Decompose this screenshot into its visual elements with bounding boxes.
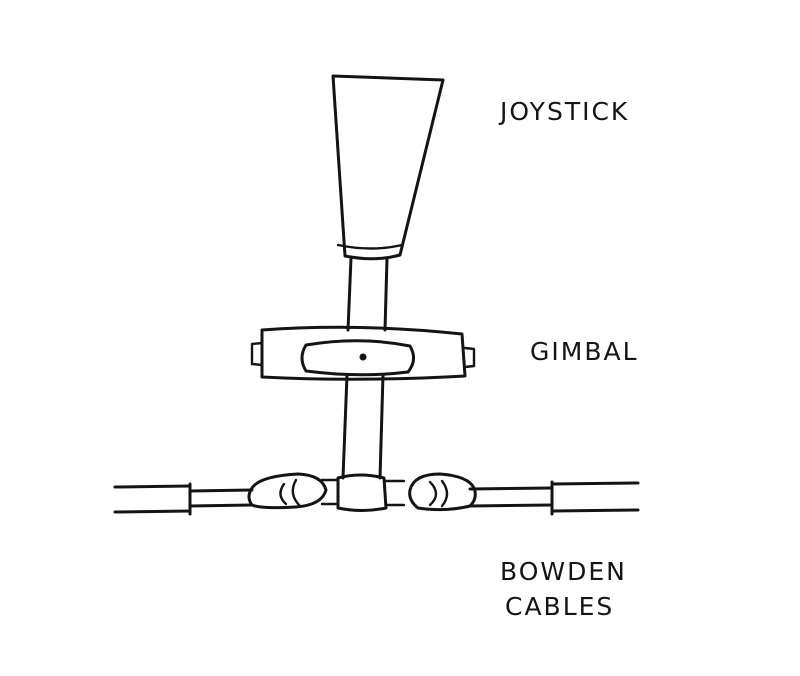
bowden-label-line2: CABLES	[505, 592, 614, 621]
gimbal-label: GIMBAL	[530, 337, 639, 366]
joystick-label: JOYSTICK	[498, 97, 629, 126]
gimbal	[250, 325, 476, 381]
joystick-handle	[331, 74, 445, 261]
bowden-label-line1: BOWDEN	[500, 557, 627, 586]
bowden-cables	[113, 472, 640, 516]
joystick-shaft	[341, 256, 389, 480]
